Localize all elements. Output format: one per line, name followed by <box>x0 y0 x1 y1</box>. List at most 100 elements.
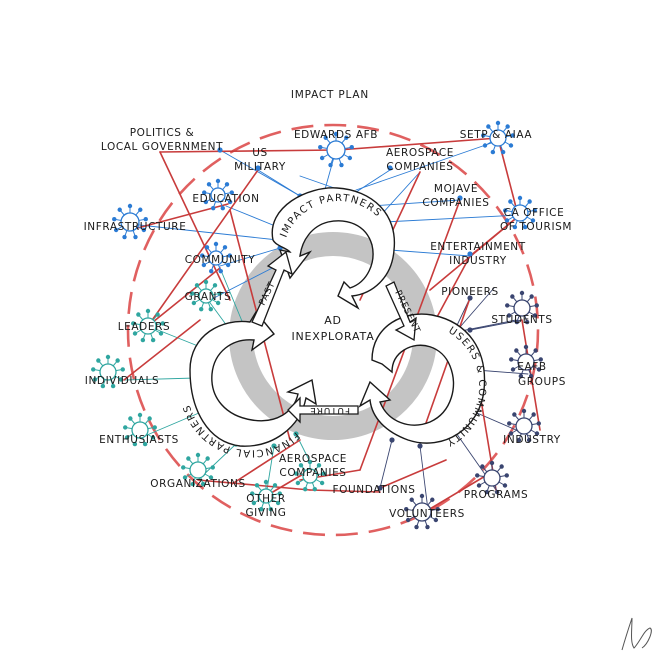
label-entertainment-line-2: INDUSTRY <box>449 255 507 267</box>
node-labels: POLITICS & LOCAL GOVERNMENT EDWARDS AFB … <box>84 127 572 520</box>
education-hub-icon <box>202 178 234 211</box>
community-dot-0 <box>467 295 473 301</box>
leaders-hub-icon <box>131 308 165 343</box>
label-foundations: FOUNDATIONS <box>332 484 415 496</box>
impact-partners-ring <box>271 187 396 310</box>
programs-hub-icon <box>475 460 509 495</box>
community-dot-8 <box>377 485 383 491</box>
handwritten-signature-icon <box>621 617 652 651</box>
infrastructure-hub-icon <box>112 203 148 240</box>
label-mojave-line-1: MOJAVE <box>434 183 478 195</box>
label-us-military-line-2: MILITARY <box>234 161 286 173</box>
label-politics-line-2: LOCAL GOVERNMENT <box>101 141 223 153</box>
label-aerospace-bottom-line-2: COMPANIES <box>279 467 346 479</box>
hub-icons <box>91 120 543 530</box>
label-grants: GRANTS <box>185 291 232 303</box>
label-politics-line-1: POLITICS & <box>130 127 195 139</box>
label-education: EDUCATION <box>192 193 259 205</box>
label-infrastructure: INFRASTRUCTURE <box>84 221 187 233</box>
label-programs: PROGRAMS <box>464 489 529 501</box>
label-other-giving-line-2: GIVING <box>245 507 286 519</box>
label-us-military-line-1: US <box>252 147 268 159</box>
impact-link-10 <box>355 139 501 191</box>
center-label-line-1: AD <box>324 314 342 327</box>
financial-dot-5 <box>293 431 299 437</box>
financial-link-5 <box>295 433 311 463</box>
ca-tourism-hub-icon <box>503 195 537 230</box>
red-link-22 <box>419 297 471 441</box>
diagram-title: IMPACT PLAN <box>291 89 369 101</box>
label-community: COMMUNITY <box>185 254 256 266</box>
red-link-7 <box>147 267 221 327</box>
label-ca-tourism-line-1: CA OFFICE <box>504 207 565 219</box>
label-setp-aiaa: SETP & AIAA <box>460 129 533 141</box>
label-enthusiasts: ENTHUSIASTS <box>99 434 179 446</box>
red-link-4 <box>497 137 519 216</box>
red-link-10 <box>123 319 201 381</box>
community-link-5 <box>419 445 429 511</box>
community-dot-2 <box>467 327 473 333</box>
label-students: STUDENTS <box>491 314 552 326</box>
aerospace-bottom-hub-icon <box>294 459 326 492</box>
impact-link-1 <box>219 149 301 197</box>
financial-link-7 <box>219 267 245 327</box>
impact-link-4 <box>369 199 461 207</box>
impact-link-6 <box>389 249 471 257</box>
label-leaders: LEADERS <box>118 321 171 333</box>
label-eafb-line-2: GROUPS <box>518 376 566 388</box>
other-giving-hub-icon <box>250 479 282 512</box>
label-ca-tourism-line-2: OF TOURISM <box>500 221 572 233</box>
label-individuals: INDIVIDUALS <box>85 375 159 387</box>
label-industry: INDUSTRY <box>503 434 561 446</box>
students-hub-icon <box>505 290 539 325</box>
label-entertainment-line-1: ENTERTAINMENT <box>430 241 526 253</box>
eafb-groups-hub-icon <box>509 344 543 379</box>
label-eafb-line-1: EAFB <box>517 361 546 373</box>
label-volunteers: VOLUNTEERS <box>389 508 465 520</box>
red-link-8 <box>147 169 259 327</box>
financial-link-2 <box>139 409 207 439</box>
future-arrow: FUTURE <box>287 396 359 424</box>
impact-link-5 <box>383 214 521 223</box>
outer-dashed-circle <box>126 123 540 537</box>
community-hub-icon <box>200 241 232 274</box>
red-link-15 <box>379 459 447 489</box>
grants-hub-icon <box>190 279 222 312</box>
label-edwards-afb: EDWARDS AFB <box>294 129 378 141</box>
community-link-6 <box>379 439 393 489</box>
label-aerospace-bottom-line-1: AEROSPACE <box>279 453 347 465</box>
impact-link-9 <box>129 223 279 241</box>
red-link-0 <box>159 149 337 153</box>
label-organizations: ORGANIZATIONS <box>150 478 246 490</box>
label-other-giving-line-1: OTHER <box>246 493 286 505</box>
users-community-ring <box>358 313 486 444</box>
red-link-18 <box>309 489 381 493</box>
financial-link-1 <box>123 377 197 381</box>
organizations-hub-icon <box>181 452 215 487</box>
red-link-19 <box>427 471 493 511</box>
impact-dot-4 <box>467 251 473 257</box>
impact-link-8 <box>219 247 281 267</box>
red-link-2 <box>159 151 231 301</box>
individuals-hub-icon <box>91 354 125 389</box>
impact-dot-2 <box>387 165 393 171</box>
impact-dot-0 <box>255 165 261 171</box>
impact-dot-1 <box>217 147 223 153</box>
label-aerospace-top-line-1: AEROSPACE <box>386 147 454 159</box>
edwards-afb-hub-icon <box>318 131 354 168</box>
community-link-1 <box>469 319 523 331</box>
label-aerospace-top-line-2: COMPANIES <box>386 161 453 173</box>
red-link-21 <box>429 214 521 291</box>
industry-hub-icon <box>507 408 541 443</box>
volunteers-hub-icon <box>404 493 440 530</box>
label-mojave-line-2: COMPANIES <box>422 197 489 209</box>
future-arrow-label: FUTURE <box>309 405 350 415</box>
financial-dot-4 <box>271 443 277 449</box>
red-link-17 <box>197 479 311 491</box>
center-label-line-2: INEXPLORATA <box>291 330 374 343</box>
community-dot-6 <box>417 443 423 449</box>
community-dot-7 <box>389 437 395 443</box>
financial-link-4 <box>265 445 275 497</box>
enthusiasts-hub-icon <box>123 412 157 447</box>
